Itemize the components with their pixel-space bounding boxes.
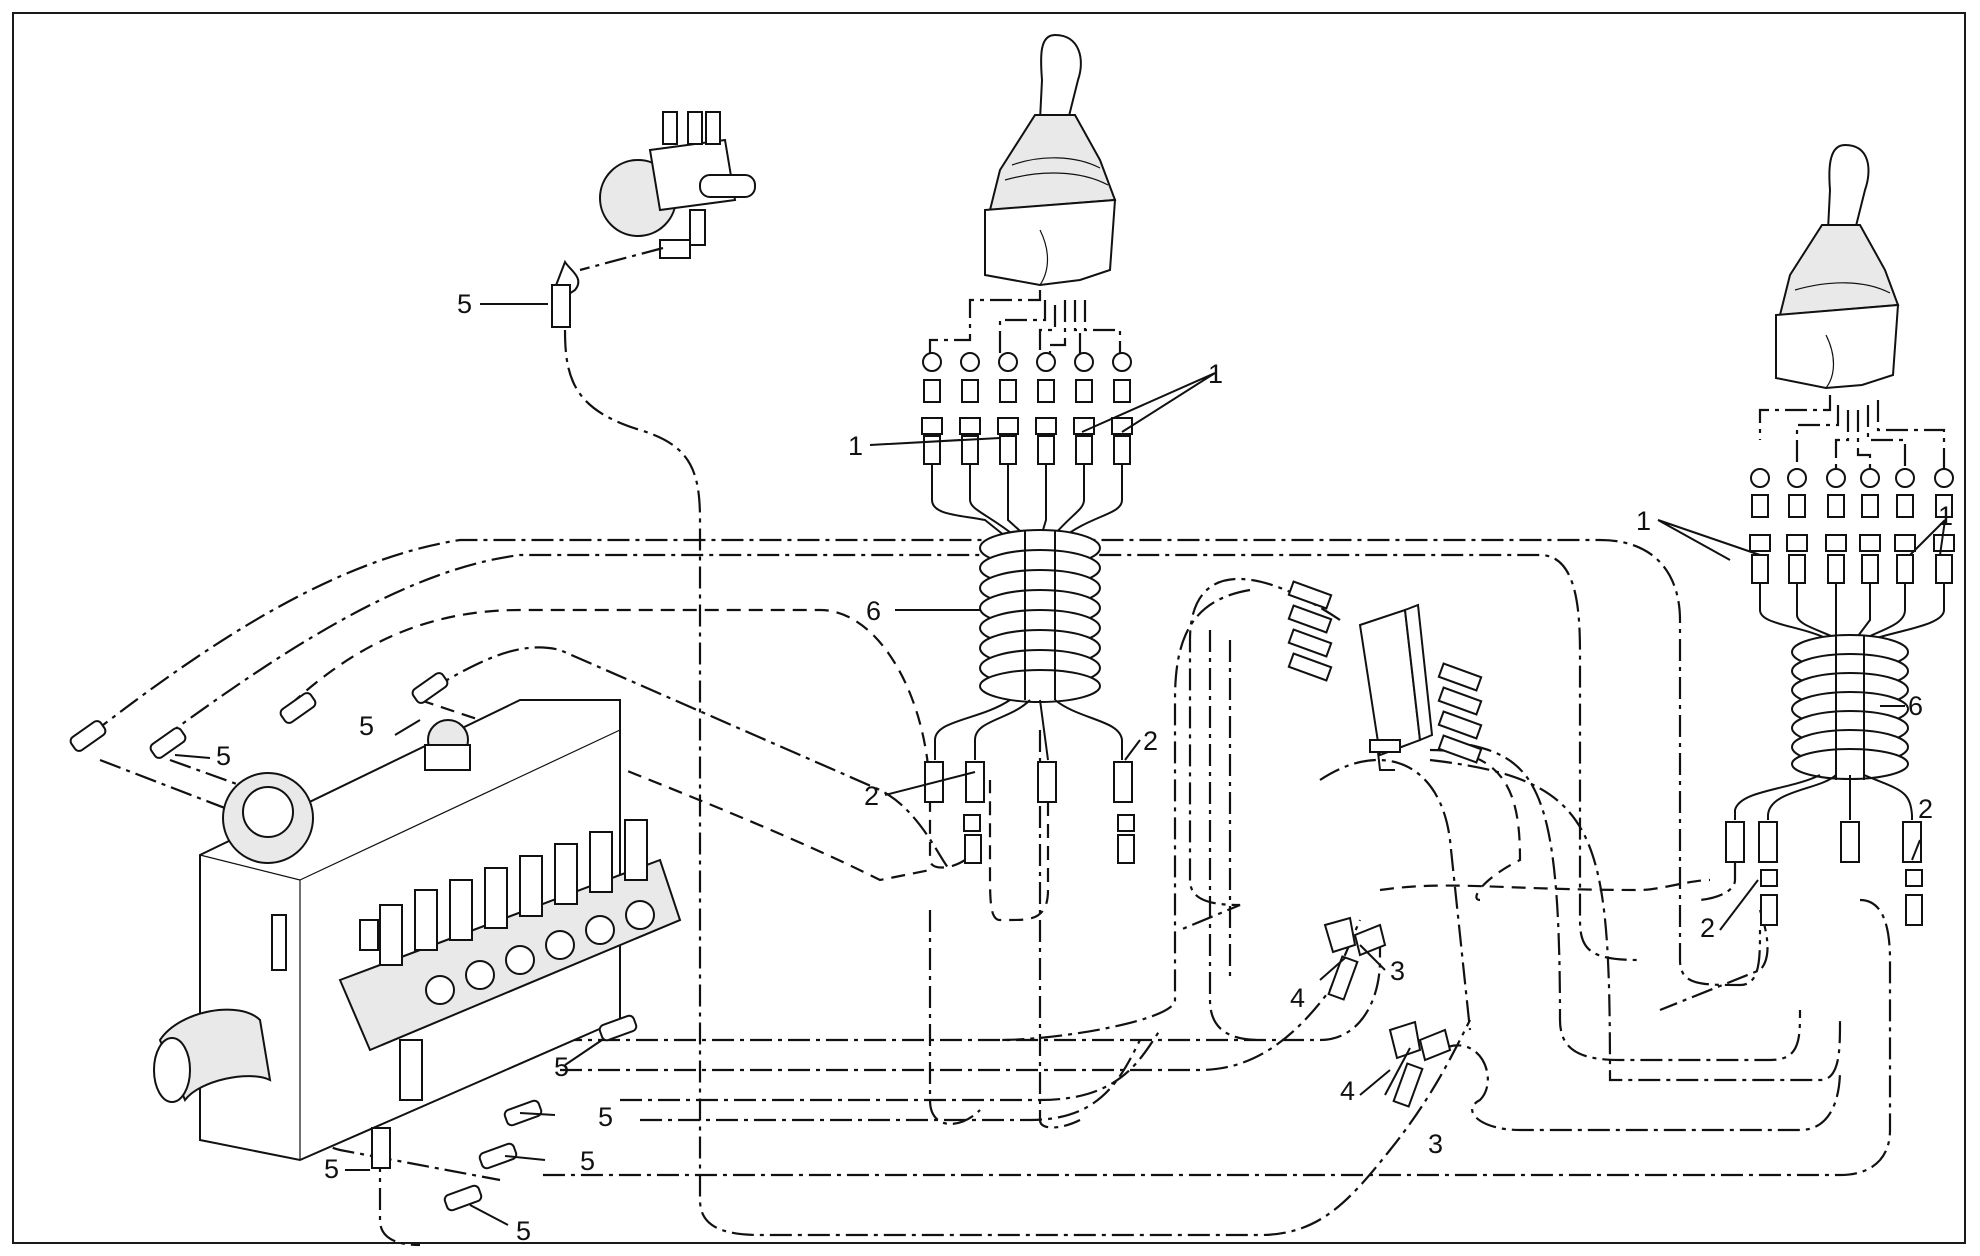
left-joystick-ports <box>928 290 1122 360</box>
hose-tank-to-joystick-b <box>159 553 1641 962</box>
leader-lines <box>174 303 1946 1226</box>
hose-lower-e <box>928 910 981 1125</box>
hose-right-b <box>999 588 1251 1042</box>
callout-2-right-b: 2 <box>1918 794 1933 824</box>
right-coiled-hose <box>1791 634 1909 780</box>
hose-lower-g <box>1208 630 1261 1042</box>
hose-lower-c <box>620 1029 1161 1102</box>
drawing-frame <box>12 12 1966 1244</box>
left-coil-hoses <box>931 464 1123 541</box>
hose-right-i <box>1379 878 1711 892</box>
callout-3-upper: 3 <box>1390 956 1405 986</box>
right-joystick <box>1775 143 1900 390</box>
hose-lower-d <box>640 1039 1141 1122</box>
right-port-fittings <box>1749 468 1955 584</box>
right-joystick-ports <box>1758 395 1946 470</box>
callout-6-right: 6 <box>1908 691 1923 721</box>
callout-2-left-a: 2 <box>864 781 879 811</box>
brake-valve-assembly <box>551 111 756 328</box>
hose-tank-to-joystick-c <box>289 608 966 869</box>
left-coil-out-hoses <box>924 699 1135 922</box>
block-fittings-left <box>1287 580 1333 682</box>
distribution-block <box>1287 580 1483 771</box>
callout-6-left: 6 <box>866 596 881 626</box>
right-coil-hoses <box>1759 583 1945 641</box>
callout-5-tank-e: 5 <box>580 1146 595 1176</box>
callout-3-lower: 3 <box>1428 1129 1443 1159</box>
callout-4-lower: 4 <box>1340 1076 1355 1106</box>
callout-5-tank-d: 5 <box>598 1102 613 1132</box>
callout-1-left-a: 1 <box>1208 359 1223 389</box>
left-port-fittings <box>921 352 1133 465</box>
callout-5-tank-c: 5 <box>554 1052 569 1082</box>
callout-5-tank-f: 5 <box>516 1216 531 1246</box>
callout-1-left-b: 1 <box>848 431 863 461</box>
callout-5-tank-a: 5 <box>216 741 231 771</box>
hose-lower-b <box>560 919 1362 1072</box>
hose-lower-f <box>1038 730 1081 1129</box>
hose-right-d <box>1429 748 1522 902</box>
hose-tank-to-joystick-d <box>429 646 951 871</box>
right-coil-out-hoses <box>1699 774 1923 926</box>
callout-5-tank-g: 5 <box>324 1154 339 1184</box>
callout-labels: 5 1 1 6 2 2 1 1 6 2 2 3 4 4 3 5 5 5 5 5 … <box>216 289 1953 1246</box>
callout-2-left-b: 2 <box>1143 726 1158 756</box>
hose-brake-valve <box>563 329 1471 1237</box>
valve-bank <box>338 819 682 1101</box>
hose-tank-to-joystick-a <box>89 538 1762 987</box>
block-fittings-right <box>1437 662 1483 764</box>
tee-elbow-fittings <box>1323 916 1452 1108</box>
callout-4-upper: 4 <box>1290 983 1305 1013</box>
hydraulic-tank <box>153 699 621 1162</box>
callout-1-right-b: 1 <box>1938 501 1953 531</box>
hose-right-g <box>540 898 1892 1177</box>
hose-lower-a <box>560 920 1382 1042</box>
hose-right-e <box>1469 743 1802 1062</box>
hose-tank-to-valve <box>419 698 931 882</box>
hose-fittings <box>69 672 638 1212</box>
hose-right-f <box>1429 758 1842 1082</box>
hose-lower-i <box>378 1150 421 1247</box>
callout-1-right-a: 1 <box>1636 506 1651 536</box>
left-coiled-hose <box>979 529 1101 703</box>
hose-right-j <box>1439 1044 1842 1132</box>
hose-right-a <box>1179 577 1341 932</box>
callout-2-right-a: 2 <box>1700 913 1715 943</box>
hose-right-c <box>1319 758 1472 1031</box>
callout-5-tank-b: 5 <box>359 711 374 741</box>
callout-5-brake: 5 <box>457 289 472 319</box>
left-joystick <box>984 33 1117 287</box>
